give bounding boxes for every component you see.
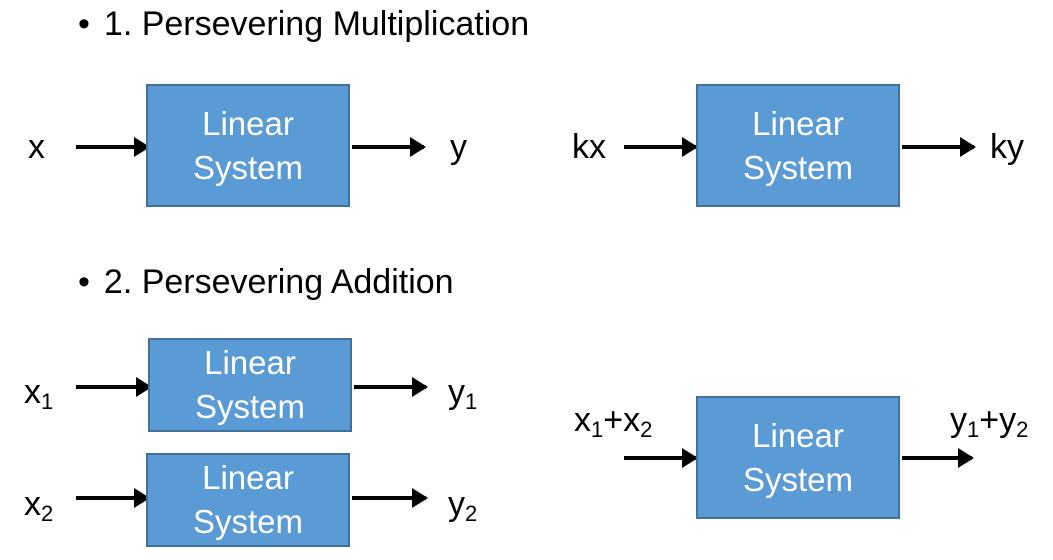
output-arrow-e xyxy=(902,448,974,468)
output-label-y2: y2 xyxy=(448,484,478,526)
box-b-line2: System xyxy=(742,148,854,186)
input-label-x2-sub: 2 xyxy=(41,501,54,526)
output-e-part4: 2 xyxy=(1016,417,1029,442)
output-label-y1-base: y xyxy=(448,373,465,411)
output-e-part1: y xyxy=(950,401,967,439)
input-e-part1: x xyxy=(574,401,591,439)
input-arrow-b xyxy=(624,137,698,157)
output-e-part3: +y xyxy=(979,401,1017,439)
section2-title-text: 2. Persevering Addition xyxy=(103,263,454,301)
box-e-line2: System xyxy=(742,460,854,498)
output-label-y2-base: y xyxy=(448,485,465,523)
input-label-x1-sub: 1 xyxy=(41,389,54,414)
input-arrow-c xyxy=(76,377,152,397)
box-e-line1: Linear xyxy=(752,416,844,454)
box-d-line1: Linear xyxy=(202,459,294,496)
output-arrow-a xyxy=(352,137,426,157)
linear-system-box-d: Linear System xyxy=(146,453,350,547)
input-e-part4: 2 xyxy=(640,417,653,442)
box-c-line2: System xyxy=(194,388,306,425)
input-e-part2: 1 xyxy=(591,417,604,442)
box-b-line1: Linear xyxy=(752,104,844,142)
output-arrow-c xyxy=(354,377,428,397)
bullet-icon: • xyxy=(78,5,90,43)
input-label-x1: x1 xyxy=(24,372,54,414)
output-e-part2: 1 xyxy=(967,417,980,442)
linear-system-box-c: Linear System xyxy=(148,338,352,432)
output-label-y1-plus-y2: y1+y2 xyxy=(950,400,1029,442)
linear-system-box-e: Linear System xyxy=(696,396,900,519)
section1-title: • 1. Persevering Multiplication xyxy=(78,4,529,44)
input-label-kx: kx xyxy=(572,128,606,166)
box-a-line1: Linear xyxy=(202,104,294,142)
input-e-part3: +x xyxy=(603,401,641,439)
box-d-line2: System xyxy=(192,503,304,540)
input-label-x1-plus-x2: x1+x2 xyxy=(574,400,653,442)
input-label-x2: x2 xyxy=(24,484,54,526)
linear-system-box-a: Linear System xyxy=(146,84,350,207)
section2-title: • 2. Persevering Addition xyxy=(78,262,454,302)
output-arrow-d xyxy=(352,488,428,508)
output-arrow-b xyxy=(902,137,976,157)
input-label-x: x xyxy=(28,128,45,166)
output-label-ky: ky xyxy=(990,128,1024,166)
output-label-y: y xyxy=(450,128,467,166)
input-label-x1-base: x xyxy=(24,373,41,411)
section1-title-text: 1. Persevering Multiplication xyxy=(103,5,530,43)
box-a-line2: System xyxy=(192,148,304,186)
output-label-y2-sub: 2 xyxy=(465,501,478,526)
linear-system-box-b: Linear System xyxy=(696,84,900,207)
bullet-icon: • xyxy=(78,263,90,301)
box-c-line1: Linear xyxy=(204,344,296,381)
output-label-y1-sub: 1 xyxy=(465,389,478,414)
input-arrow-e xyxy=(624,448,698,468)
input-label-x2-base: x xyxy=(24,485,41,523)
output-label-y1: y1 xyxy=(448,372,478,414)
input-arrow-d xyxy=(76,488,150,508)
input-arrow-a xyxy=(76,137,150,157)
